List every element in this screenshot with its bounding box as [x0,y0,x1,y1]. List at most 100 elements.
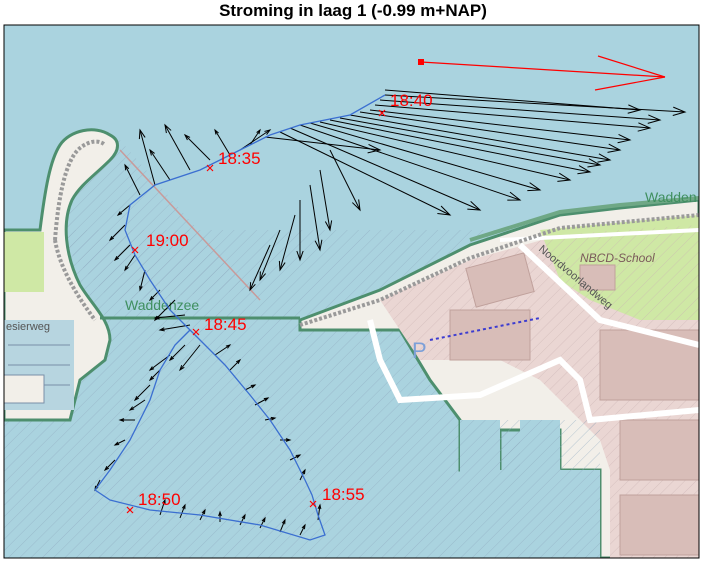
right-hatch [380,225,699,558]
building [599,329,699,401]
left-breakwater-dike-2 [53,239,97,322]
current-arrow [279,131,451,216]
current-arrow-head [162,498,166,505]
current-arrow [179,504,186,519]
time-label-1850: 18:50 [138,490,181,509]
current-arrow [104,459,116,471]
current-arrow-head [179,365,185,372]
current-arrow [214,344,231,356]
building [619,494,699,556]
time-label-1835: 18:35 [218,149,261,168]
current-arrow-head [214,128,219,135]
current-arrow [239,129,271,151]
current-arrow-head [256,128,261,135]
current-arrow-head [301,468,306,475]
current-arrow [139,269,146,291]
current-arrow-head [225,344,232,349]
current-arrow-head [647,114,662,124]
current-arrow [359,111,621,151]
right-shore-green [469,196,699,242]
current-arrow-head [617,134,632,144]
current-arrow [239,514,246,526]
right-dike [299,213,699,327]
time-label-1845: 18:45 [204,315,247,334]
current-arrow [114,439,126,446]
current-arrow-head [168,355,175,362]
current-arrow [289,127,481,211]
current-arrow-head [124,265,129,272]
current-arrow-head [138,128,146,140]
current-arrow-head [261,516,266,523]
current-arrow-head [324,220,333,232]
current-arrow [259,229,281,281]
current-arrow [184,134,211,161]
current-arrow [319,121,571,181]
current-arrow [259,517,266,529]
current-arrow [264,136,381,151]
building [449,309,531,361]
current-arrow [379,99,661,121]
boundary-diagonal [119,149,261,301]
hatched-water-left [60,130,250,300]
building [465,252,535,308]
current-arrow [309,122,541,191]
current-arrow-head [295,454,302,459]
current-arrow [339,117,601,166]
current-arrow-head [285,438,292,442]
current-arrow-head [133,395,140,402]
current-arrow-head [627,104,642,114]
time-label-1855: 18:55 [322,485,365,504]
current-arrow [109,224,126,241]
current-arrow-head [148,366,155,371]
current-arrow-head [113,441,120,446]
current-arrow [134,384,151,401]
current-arrow [229,359,241,371]
current-arrow-head [249,282,256,292]
current-arrow [149,149,171,181]
current-arrow-head [235,358,242,365]
current-arrow [149,354,171,371]
current-arrow-head [296,250,304,262]
current-arrow-head [164,123,172,134]
current-arrow-head [352,199,361,212]
current-arrow-head [181,503,186,510]
current-arrow-head [587,158,602,168]
current-arrow [139,129,156,186]
current-arrow-head [148,375,155,382]
road-main [367,319,699,424]
current-arrow [159,499,166,516]
current-arrow-head [149,148,155,156]
road-noordvoorlandweg [517,242,699,348]
current-arrow-head [250,384,257,389]
current-arrow-head [113,255,120,262]
current-arrow-head [153,315,160,320]
current-arrow [149,369,161,381]
waddenzee-right-label: Wadden [645,189,697,205]
current-arrow-head [278,260,286,272]
current-arrow-head [158,327,165,332]
building [579,264,616,291]
road-top [499,228,699,242]
current-arrow-head [116,211,123,216]
current-arrow-head [672,106,687,116]
current-arrow [154,314,186,319]
current-arrow [117,204,131,216]
current-arrow-head [263,397,270,402]
current-arrow-head [259,271,267,282]
current-arrow-head [103,465,110,472]
current-arrow-head [637,122,652,132]
building [619,419,699,481]
current-arrow [129,399,146,411]
current-arrow-head [148,295,155,302]
current-arrow-head [264,129,272,135]
current-arrow-head [139,285,143,292]
current-arrow-head [607,143,622,153]
current-arrow-head [218,510,222,517]
current-arrow [374,104,651,129]
street-left-label: esierweg [6,321,50,333]
time-marker [126,109,386,514]
current-arrow [329,149,361,211]
current-arrow [349,114,611,161]
current-arrow-head [367,144,382,154]
waddenzee-label: Waddenzee [125,297,199,313]
